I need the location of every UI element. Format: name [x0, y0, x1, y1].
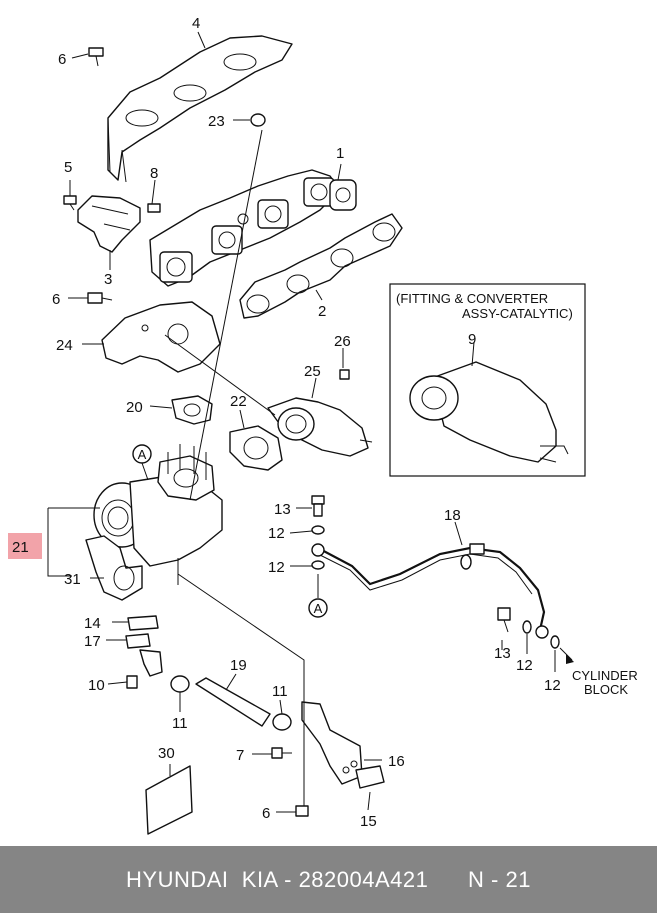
callout-6: 6	[52, 291, 60, 308]
arrow-head	[566, 654, 574, 664]
callout-31: 31	[64, 571, 81, 588]
inset-box	[389, 283, 586, 477]
callout-16: 16	[388, 753, 405, 770]
reference-marker-a: A	[138, 447, 147, 462]
manifold-gasket-part-2	[239, 213, 403, 319]
heat-shield-part-24	[101, 301, 221, 373]
exhaust-elbow-part-25	[267, 397, 373, 457]
exhaust-manifold-part-1	[149, 169, 357, 287]
callout-12: 12	[544, 677, 561, 694]
callout-13: 13	[274, 501, 291, 518]
callout-11: 11	[272, 683, 288, 700]
callout-21: 21	[12, 539, 29, 556]
inset-title-line2: ASSY-CATALYTIC)	[462, 306, 573, 321]
callout-7: 7	[236, 747, 244, 764]
callout-20: 20	[126, 399, 143, 416]
leader-lines	[47, 31, 573, 813]
callout-15: 15	[360, 813, 377, 830]
bracket-part-3	[77, 195, 141, 253]
callout-4: 4	[192, 15, 200, 32]
footer-part-number: HYUNDAI KIA - 282004A421	[126, 866, 429, 892]
callout-30: 30	[158, 745, 175, 762]
footer-page-ref: N - 21	[468, 866, 531, 892]
callout-3: 3	[104, 271, 112, 288]
callout-8: 8	[150, 165, 158, 182]
callout-10: 10	[88, 677, 105, 694]
destination-line2: BLOCK	[584, 682, 628, 697]
callout-13: 13	[494, 645, 511, 662]
callout-26: 26	[334, 333, 351, 350]
callout-24: 24	[56, 337, 73, 354]
callout-14: 14	[84, 615, 101, 632]
callout-9: 9	[468, 331, 476, 348]
callout-2: 2	[318, 303, 326, 320]
reference-marker-a: A	[314, 601, 323, 616]
footer-bar: HYUNDAI KIA - 282004A421 N - 21	[0, 846, 657, 913]
callout-12: 12	[516, 657, 533, 674]
turbocharger-assembly-part-21	[85, 444, 223, 601]
exploded-parts-diagram: A A	[8, 15, 638, 835]
callout-17: 17	[84, 633, 101, 650]
inset-title-line1: (FITTING & CONVERTER	[396, 291, 548, 306]
highlight-box	[8, 533, 42, 559]
callout-12: 12	[268, 525, 285, 542]
callout-1: 1	[336, 145, 344, 162]
callout-11: 11	[172, 715, 188, 732]
callout-18: 18	[444, 507, 461, 524]
destination-line1: CYLINDER	[572, 668, 638, 683]
fasteners	[63, 47, 560, 835]
callout-19: 19	[230, 657, 247, 674]
callout-6: 6	[262, 805, 270, 822]
oil-pipe-part-18	[311, 543, 549, 639]
callout-12: 12	[268, 559, 285, 576]
callout-22: 22	[230, 393, 247, 410]
gasket-part-20	[171, 395, 213, 425]
callout-6: 6	[58, 51, 66, 68]
gasket-part-22	[229, 425, 283, 471]
footer-spacer	[428, 867, 468, 893]
callout-25: 25	[304, 363, 321, 380]
callout-5: 5	[64, 159, 72, 176]
catalytic-converter-part-9	[409, 361, 569, 463]
heat-protector-part-4	[107, 35, 293, 183]
callout-labels: 1 2 3 4 5 6 6 6 7 8 9 10 11 11 12 12 12 …	[12, 15, 561, 830]
callout-23: 23	[208, 113, 225, 130]
